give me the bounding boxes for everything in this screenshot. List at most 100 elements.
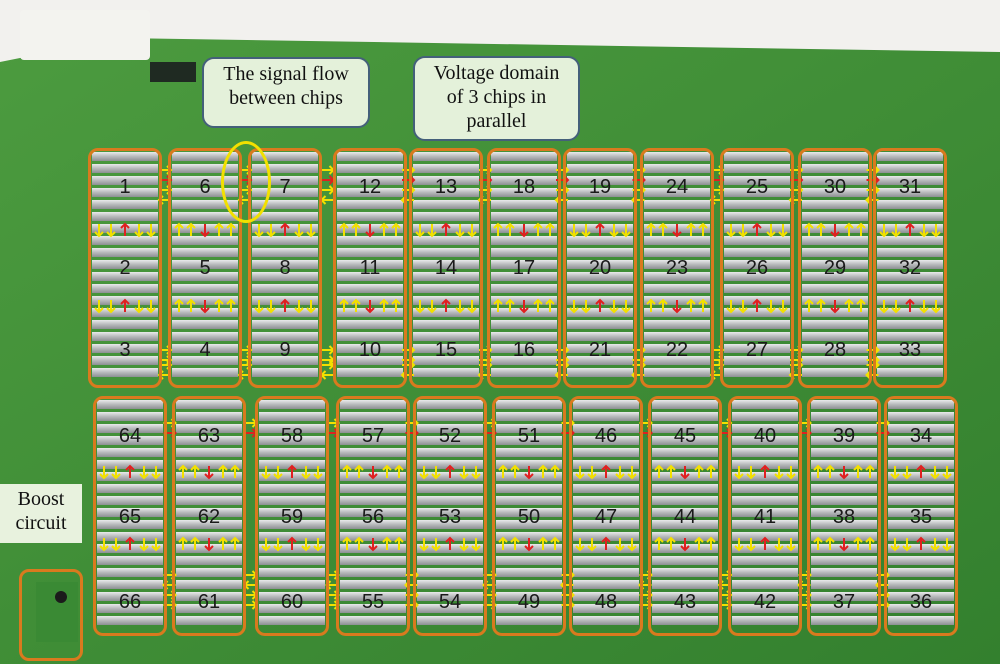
chip-number: 51 <box>517 425 541 447</box>
signal-arrow <box>94 224 104 238</box>
signal-arrow <box>569 300 579 314</box>
signal-flow-callout: The signal flow between chips <box>202 57 370 128</box>
boost-line-2: circuit <box>15 512 67 534</box>
signal-arrow <box>746 466 756 480</box>
voltage-domain-box <box>88 148 162 388</box>
signal-arrow <box>441 298 451 312</box>
chip-number: 30 <box>823 176 847 198</box>
signal-arrow <box>646 298 656 312</box>
signal-arrow <box>266 300 276 314</box>
chip-number: 17 <box>512 257 536 279</box>
signal-arrow <box>394 536 404 550</box>
boost-module <box>36 582 78 642</box>
signal-arrow <box>218 464 228 478</box>
signal-arrow <box>930 538 940 552</box>
heatsink <box>340 400 406 625</box>
signal-flow-line-1: The signal flow <box>223 63 349 85</box>
signal-arrow <box>942 466 952 480</box>
signal-arrow <box>774 538 784 552</box>
signal-arrow <box>455 300 465 314</box>
signal-arrow <box>218 536 228 550</box>
signal-arrow <box>621 224 631 238</box>
signal-arrow <box>186 298 196 312</box>
voltage-domain-box <box>720 148 794 388</box>
signal-arrow <box>601 464 611 478</box>
chip-number: 3 <box>119 339 131 361</box>
signal-arrow <box>766 224 776 238</box>
signal-arrow <box>273 538 283 552</box>
signal-arrow <box>786 538 796 552</box>
chip-number: 50 <box>517 506 541 528</box>
signal-arrow <box>99 466 109 480</box>
heatsink <box>877 152 943 377</box>
chip-number: 19 <box>588 176 612 198</box>
signal-arrow <box>587 538 597 552</box>
signal-arrow <box>621 300 631 314</box>
signal-arrow <box>533 222 543 236</box>
signal-arrow <box>839 538 849 552</box>
chip-number: 24 <box>665 176 689 198</box>
signal-arrow <box>313 466 323 480</box>
chip-number: 46 <box>594 425 618 447</box>
chip-number: 2 <box>119 257 131 279</box>
signal-arrow <box>99 538 109 552</box>
voltage-domain-box <box>168 148 242 388</box>
signal-arrow <box>680 466 690 480</box>
signal-arrow <box>538 536 548 550</box>
signal-arrow <box>459 466 469 480</box>
signal-arrow <box>890 538 900 552</box>
chip-number: 16 <box>512 339 536 361</box>
signal-arrow <box>734 466 744 480</box>
signal-arrow <box>287 464 297 478</box>
signal-arrow <box>879 224 889 238</box>
chip-number: 57 <box>361 425 385 447</box>
signal-arrow <box>891 300 901 314</box>
boost-circuit-box <box>19 569 83 661</box>
chip-number: 38 <box>832 506 856 528</box>
chip-number: 49 <box>517 591 541 613</box>
signal-arrow <box>726 224 736 238</box>
signal-arrow <box>505 222 515 236</box>
signal-arrow <box>919 300 929 314</box>
signal-arrow <box>382 536 392 550</box>
chip-number: 12 <box>358 176 382 198</box>
chip-number: 42 <box>753 591 777 613</box>
signal-arrow <box>595 222 605 236</box>
signal-arrow <box>467 300 477 314</box>
signal-arrow <box>510 536 520 550</box>
chip-number: 5 <box>199 257 211 279</box>
signal-arrow <box>273 466 283 480</box>
signal-arrow <box>609 224 619 238</box>
signal-arrow <box>354 464 364 478</box>
signal-arrow <box>139 538 149 552</box>
signal-arrow <box>394 464 404 478</box>
signal-arrow <box>830 300 840 314</box>
signal-arrow <box>190 464 200 478</box>
chip-number: 39 <box>832 425 856 447</box>
chip-number: 37 <box>832 591 856 613</box>
voltage-domain-line-2: of 3 chips in <box>446 86 547 108</box>
signal-arrow <box>280 222 290 236</box>
chip-number: 47 <box>594 506 618 528</box>
signal-arrow <box>178 536 188 550</box>
heatsink <box>724 152 790 377</box>
signal-arrow <box>351 298 361 312</box>
signal-arrow <box>816 298 826 312</box>
signal-arrow <box>646 222 656 236</box>
signal-arrow <box>538 464 548 478</box>
signal-arrow <box>931 300 941 314</box>
signal-arrow <box>830 224 840 238</box>
signal-arrow <box>379 222 389 236</box>
signal-arrow <box>550 464 560 478</box>
signal-arrow <box>931 224 941 238</box>
signal-arrow <box>254 224 264 238</box>
signal-arrow <box>445 536 455 550</box>
chip-number: 34 <box>909 425 933 447</box>
signal-arrow <box>125 464 135 478</box>
signal-arrow <box>467 224 477 238</box>
signal-arrow <box>510 464 520 478</box>
signal-arrow <box>706 536 716 550</box>
signal-arrow <box>151 466 161 480</box>
signal-arrow <box>680 538 690 552</box>
signal-arrow <box>891 224 901 238</box>
